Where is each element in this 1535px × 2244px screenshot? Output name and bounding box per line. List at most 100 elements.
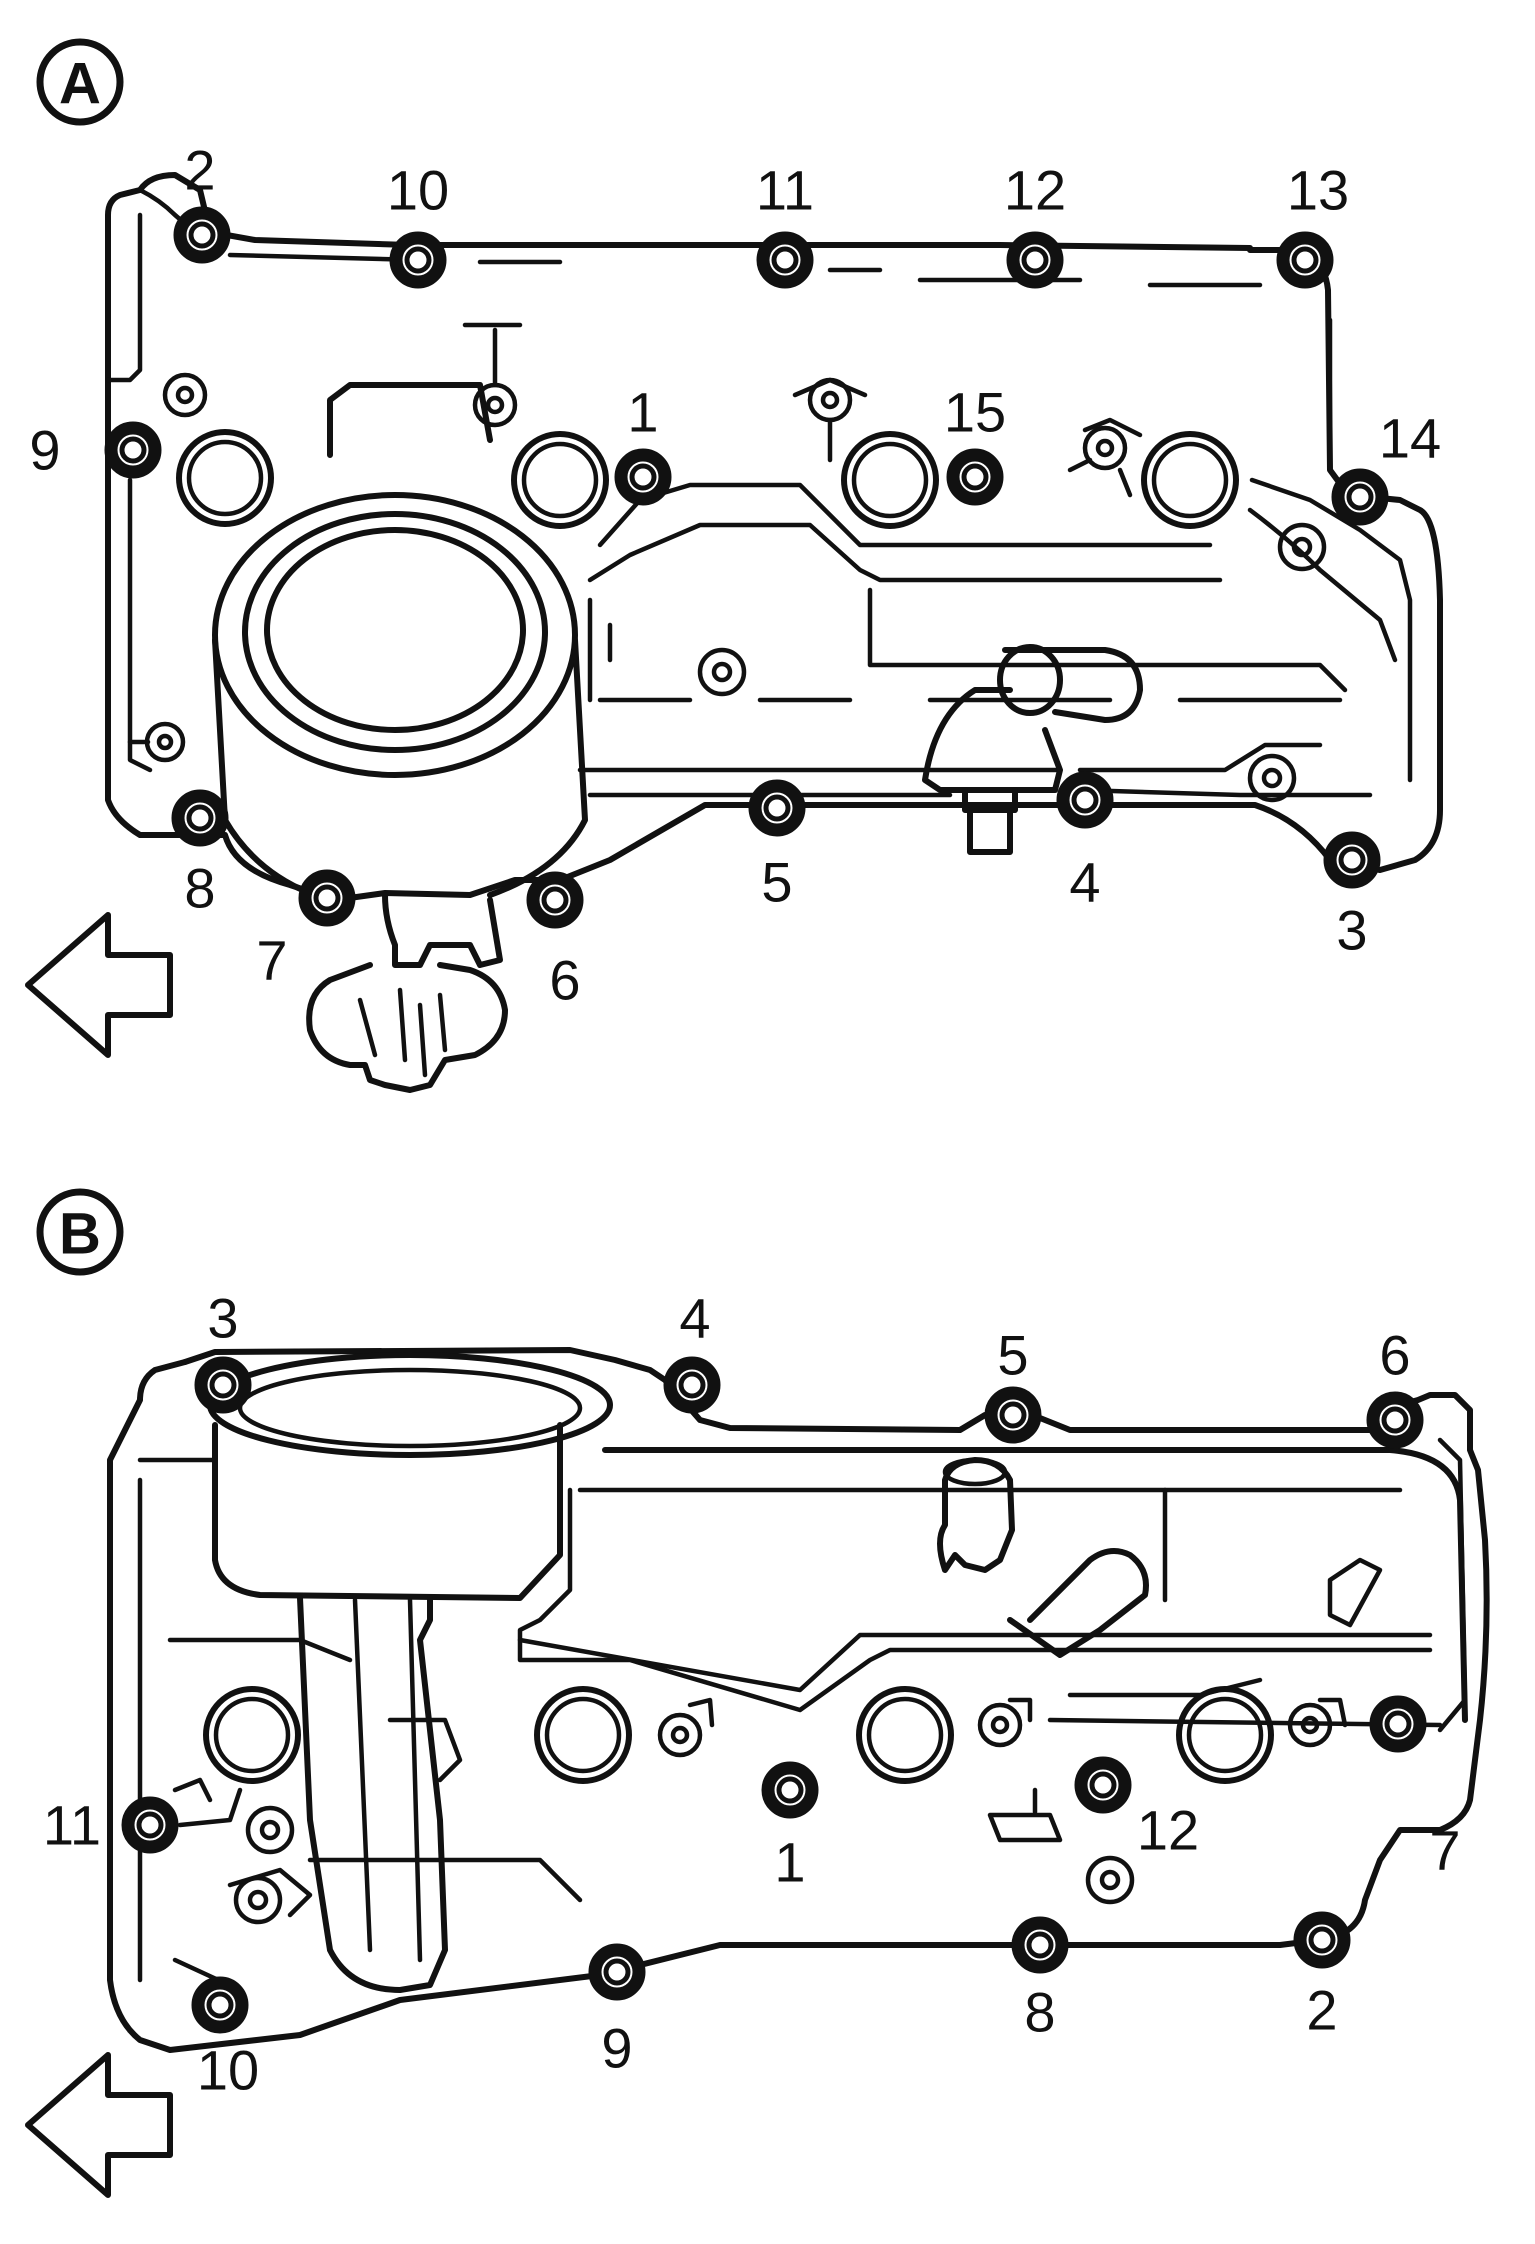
panel-b-bolt-9: 9 xyxy=(588,1943,646,2080)
bolt-center-icon xyxy=(763,794,791,822)
panel-a-small-fasteners xyxy=(127,322,1327,803)
bolt-center-icon xyxy=(999,1401,1027,1429)
bolt-label: 2 xyxy=(184,139,215,202)
panel-a-breather-outlet xyxy=(306,892,508,1093)
panel-a-upper-rail xyxy=(577,482,1398,798)
bolt-label: 14 xyxy=(1379,407,1441,470)
panel-b-bolt-10: 10 xyxy=(191,1976,259,2102)
panel-a-bolt-4: 4 xyxy=(1056,771,1114,914)
bolt-label: 11 xyxy=(43,1794,101,1857)
bolt-label: 13 xyxy=(1287,159,1349,222)
bolt-center-icon xyxy=(961,463,989,491)
panel-b-filler-neck xyxy=(207,1352,613,1993)
panel-b-bolt-12: 12 xyxy=(1074,1756,1199,1862)
panel-a-bolt-7: 7 xyxy=(256,869,356,992)
panel-a-bolt-6: 6 xyxy=(526,871,584,1012)
panel-a-bolt-10: 10 xyxy=(387,159,449,289)
bolt-label: 4 xyxy=(1069,851,1100,914)
panel-a-bolt-12: 12 xyxy=(1004,159,1066,289)
panel-b-bolt-2: 2 xyxy=(1293,1911,1351,2042)
bolt-label: 6 xyxy=(1379,1324,1410,1387)
panel-a-bolt-11: 11 xyxy=(756,159,814,289)
bolt-center-icon xyxy=(1346,483,1374,511)
panel-a-badge: A xyxy=(36,38,124,126)
panel-b-bolt-6: 6 xyxy=(1366,1324,1424,1449)
panel-a-bolt-5: 5 xyxy=(748,779,806,914)
panel-a-bolt-1: 1 xyxy=(614,381,672,506)
bolt-center-icon xyxy=(1071,786,1099,814)
bolt-center-icon xyxy=(776,1776,804,1804)
panel-b-bolt-7: 7 xyxy=(1369,1695,1461,1882)
bolt-center-icon xyxy=(136,1811,164,1839)
bolt-center-icon xyxy=(188,221,216,249)
bolt-center-icon xyxy=(209,1371,237,1399)
panel-a-direction-arrow-icon xyxy=(25,912,173,1058)
bolt-center-icon xyxy=(119,436,147,464)
panel-a-bolt-14: 14 xyxy=(1331,407,1441,526)
panel-a-bolt-2: 2 xyxy=(173,139,231,264)
bolt-label: 8 xyxy=(184,857,215,920)
bolt-label: 2 xyxy=(1306,1979,1337,2042)
panel-b-sensors xyxy=(937,1457,1383,1658)
panel-b-bolt-3: 3 xyxy=(194,1287,252,1414)
bolt-center-icon xyxy=(313,884,341,912)
bolt-center-icon xyxy=(1338,846,1366,874)
panel-a-bolt-9: 9 xyxy=(29,419,162,482)
bolt-center-icon xyxy=(1089,1771,1117,1799)
bolt-label: 7 xyxy=(256,929,287,992)
bolt-label: 9 xyxy=(601,2017,632,2080)
bolt-label: 1 xyxy=(774,1831,805,1894)
bolt-center-icon xyxy=(186,804,214,832)
bolt-label: 9 xyxy=(29,419,60,482)
bolt-label: 7 xyxy=(1429,1819,1460,1882)
bolt-label: 5 xyxy=(997,1324,1028,1387)
panel-a-bolt-3: 3 xyxy=(1323,831,1381,962)
bolt-label: 10 xyxy=(387,159,449,222)
panel-b-bolt-4: 4 xyxy=(663,1287,721,1414)
panel-a-bolt-8: 8 xyxy=(171,789,229,920)
panel-b-bolt-1: 1 xyxy=(761,1761,819,1894)
bolt-center-icon xyxy=(1021,246,1049,274)
bolt-center-icon xyxy=(629,463,657,491)
panel-a-sensor xyxy=(922,644,1143,855)
panel-a-bolt-15: 15 xyxy=(944,381,1006,506)
bolt-label: 15 xyxy=(944,381,1006,444)
bolt-center-icon xyxy=(404,246,432,274)
bolt-label: 4 xyxy=(679,1287,710,1350)
panel-b-upper-rail xyxy=(517,1447,1468,1728)
bolt-center-icon xyxy=(541,886,569,914)
bolt-label: 11 xyxy=(756,159,814,222)
panel-a-bolt-13: 13 xyxy=(1276,159,1349,289)
bolt-center-icon xyxy=(678,1371,706,1399)
bolt-center-icon xyxy=(1308,1926,1336,1954)
bolt-center-icon xyxy=(1384,1710,1412,1738)
bolt-center-icon xyxy=(771,246,799,274)
panel-a-letter: A xyxy=(59,52,101,117)
bolt-center-icon xyxy=(206,1991,234,2019)
bolt-label: 6 xyxy=(549,949,580,1012)
bolt-label: 5 xyxy=(761,851,792,914)
bolt-label: 12 xyxy=(1004,159,1066,222)
panel-b-badge: B xyxy=(36,1188,124,1276)
panel-b-letter: B xyxy=(59,1202,101,1267)
panel-b-bolt-5: 5 xyxy=(984,1324,1042,1444)
panel-b-cover-outline xyxy=(107,1347,1490,2053)
bolt-label: 10 xyxy=(197,2039,259,2102)
bolt-center-icon xyxy=(1381,1406,1409,1434)
bolt-label: 3 xyxy=(1336,899,1367,962)
bolt-label: 12 xyxy=(1137,1799,1199,1862)
panel-a-cam-ports xyxy=(176,429,1239,529)
panel-b-bolt-11: 11 xyxy=(43,1794,179,1857)
panel-b: B xyxy=(25,1188,1490,2198)
bolt-label: 8 xyxy=(1024,1981,1055,2044)
panel-a-cover-outline xyxy=(105,172,1443,903)
panel-a: A xyxy=(25,38,1443,1093)
bolt-center-icon xyxy=(603,1958,631,1986)
panel-b-cam-ports xyxy=(203,1686,1274,1784)
panel-b-bolt-8: 8 xyxy=(1011,1916,1069,2044)
panel-b-direction-arrow-icon xyxy=(25,2052,173,2198)
bolt-label: 3 xyxy=(207,1287,238,1350)
panel-b-small-fasteners xyxy=(172,1697,1348,1925)
